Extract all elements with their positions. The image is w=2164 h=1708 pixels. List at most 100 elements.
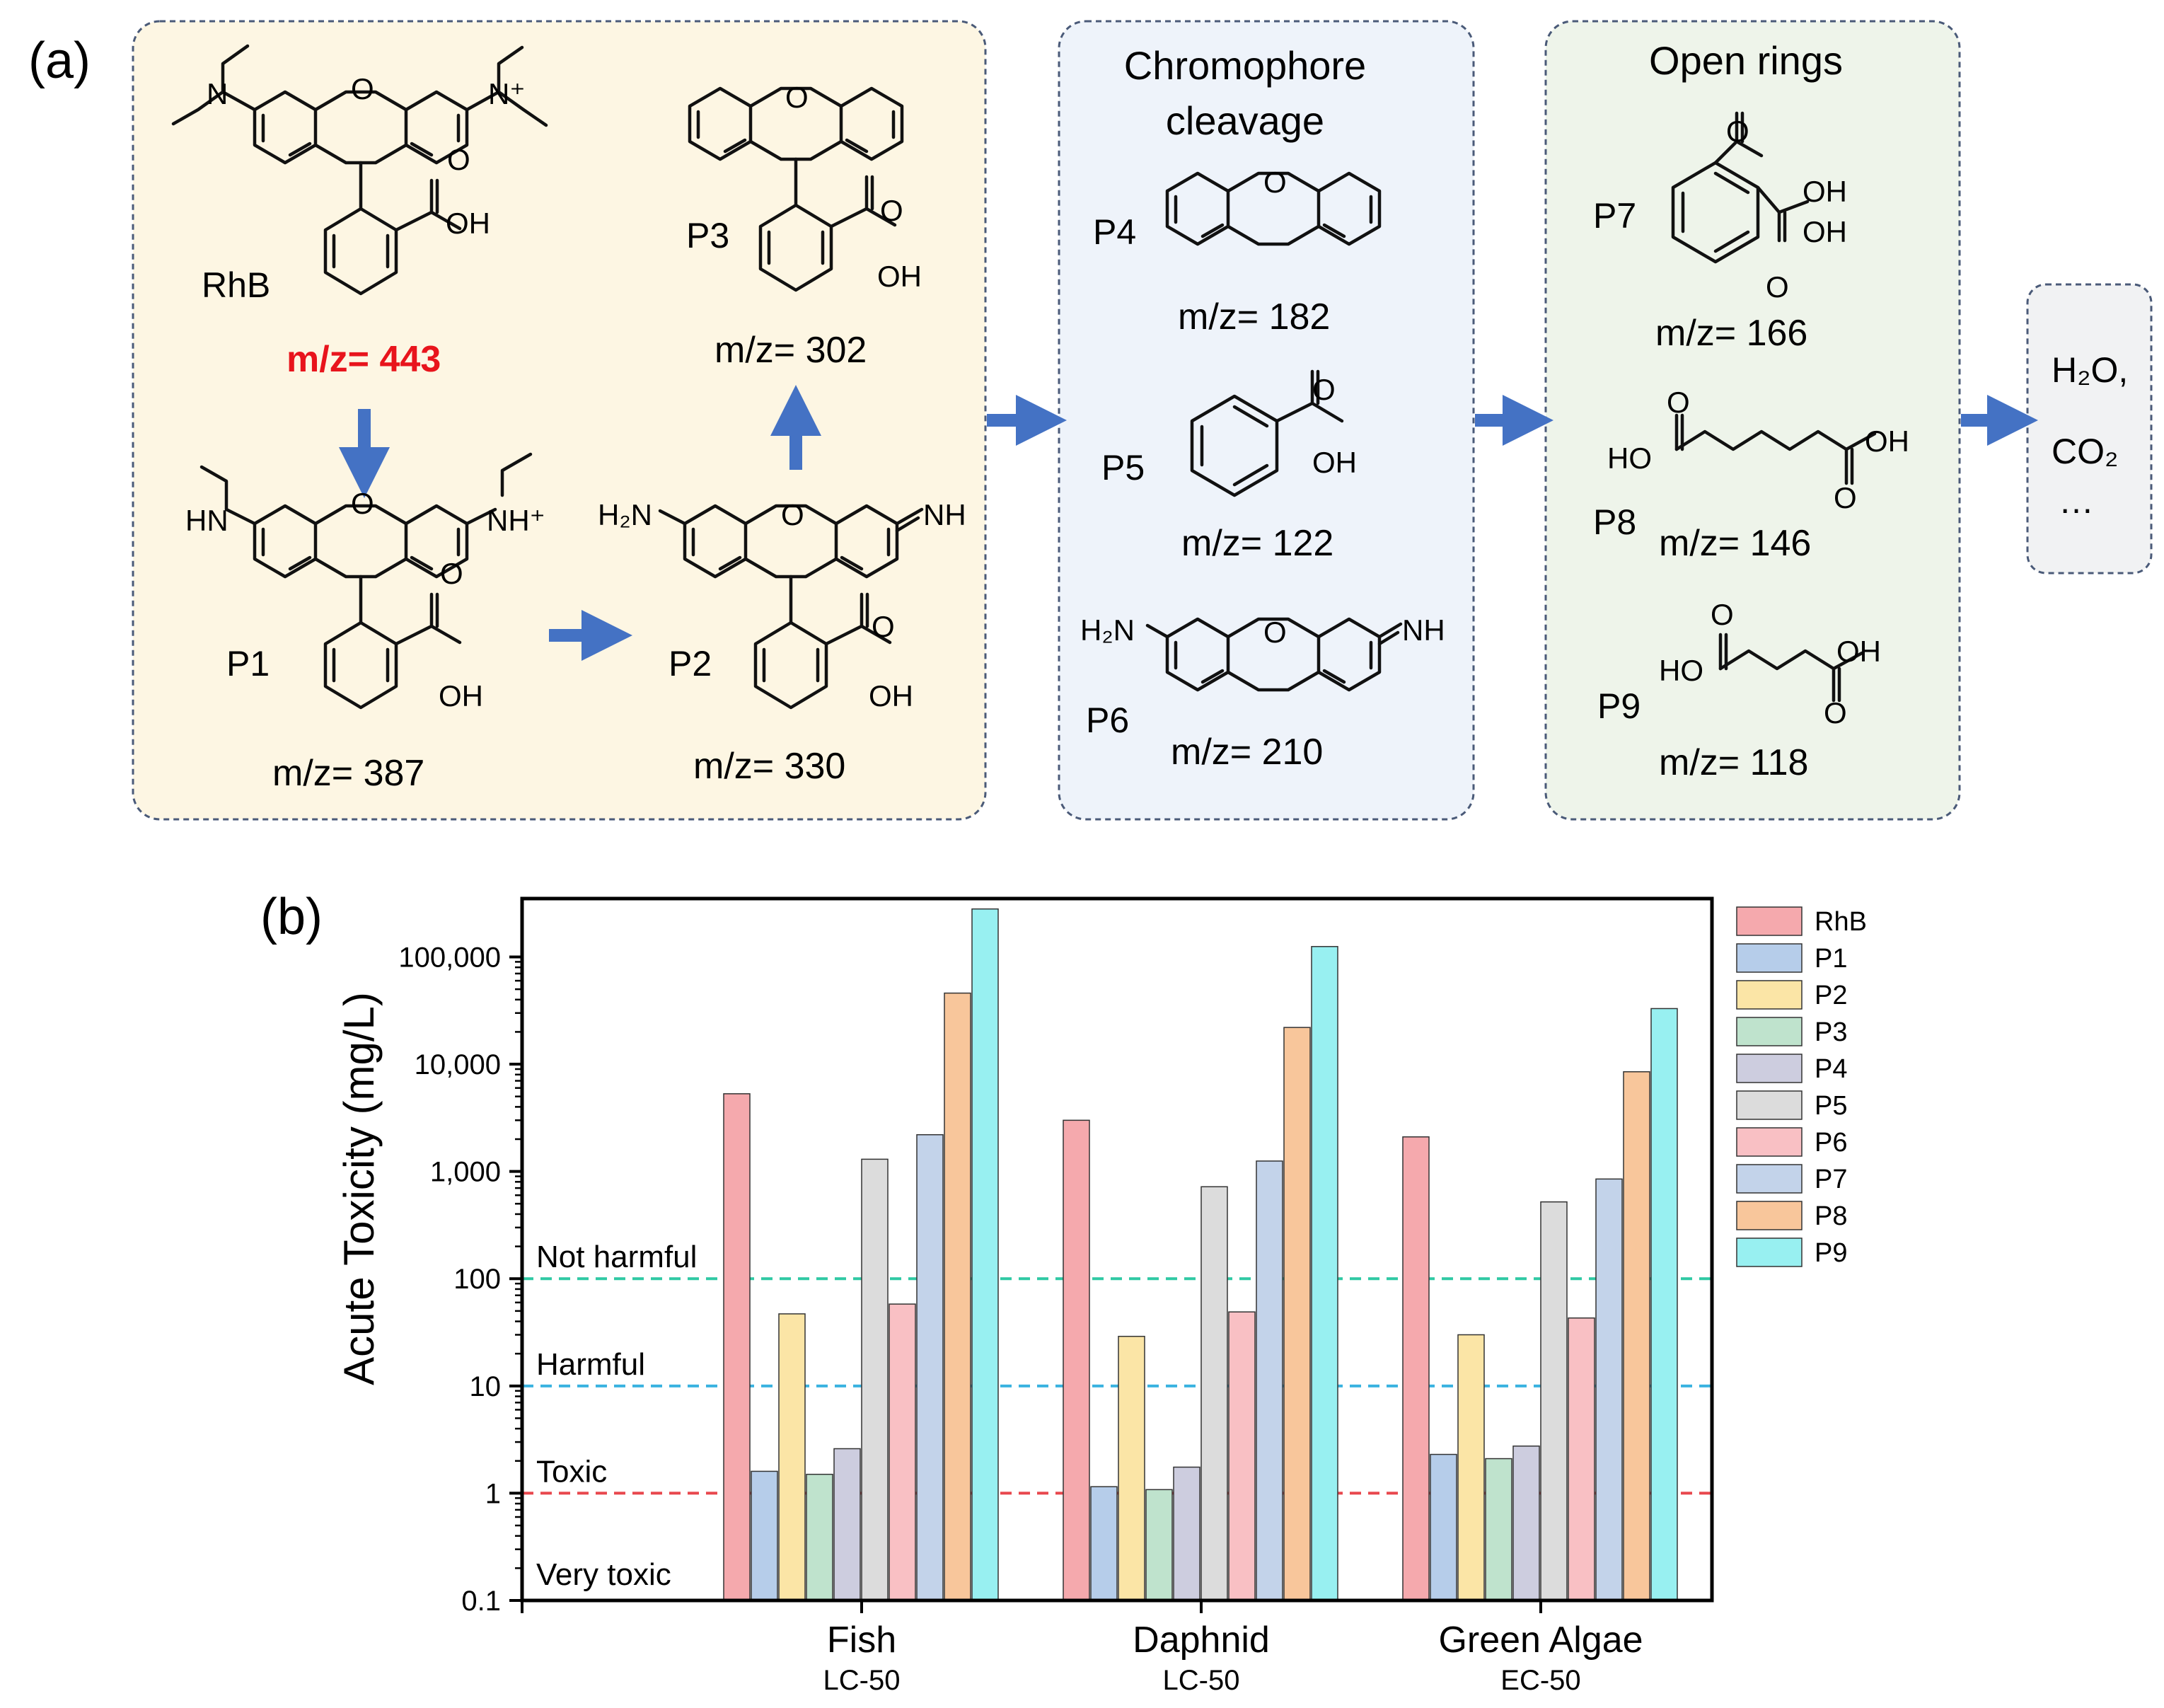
bar-green-algae-p1 <box>1430 1453 1457 1601</box>
panel-a-label: (a) <box>28 33 91 89</box>
p2-atom-o-ring: O <box>781 498 804 531</box>
p6-atom-h2n: H₂N <box>1080 613 1135 647</box>
y-axis-title: Acute Toxicity (mg/L) <box>335 992 383 1385</box>
legend-label-p5: P5 <box>1815 1091 1847 1121</box>
p6-atom-nh: NH <box>1402 613 1445 647</box>
p3-mz: m/z= 302 <box>714 330 867 371</box>
bar-green-algae-p6 <box>1568 1317 1595 1601</box>
p1-label: P1 <box>226 644 270 683</box>
bar-daphnid-p4 <box>1173 1466 1200 1601</box>
bar-daphnid-p7 <box>1256 1160 1283 1601</box>
p2-atom-oh: OH <box>869 679 913 712</box>
bar-fish-p5 <box>861 1158 889 1601</box>
threshold-label-0: Not harmful <box>536 1240 697 1274</box>
p4-structure <box>1165 171 1382 246</box>
p1-atom-o-ring: O <box>351 487 374 520</box>
p2-label: P2 <box>669 644 712 683</box>
legend-swatch-rhb <box>1736 906 1803 936</box>
p5-atom-oh: OH <box>1312 446 1357 479</box>
legend-swatch-p6 <box>1736 1127 1803 1157</box>
plot-frame <box>520 896 1714 1603</box>
legend-label-p3: P3 <box>1815 1017 1847 1047</box>
legend-swatch-p7 <box>1736 1164 1803 1194</box>
legend-label-p1: P1 <box>1815 944 1847 974</box>
legend-label-p4: P4 <box>1815 1054 1847 1084</box>
rhb-label: RhB <box>202 265 270 305</box>
region-label-0: Very toxic <box>536 1557 671 1592</box>
p4-atom-o: O <box>1263 166 1287 199</box>
bar-daphnid-p5 <box>1200 1186 1228 1601</box>
threshold-label-1: Harmful <box>536 1347 645 1382</box>
p6-structure <box>1145 617 1403 692</box>
bar-fish-p1 <box>751 1470 778 1601</box>
category-label-2: Green Algae <box>1438 1620 1643 1661</box>
rhb-atom-n-plus: N⁺ <box>488 77 526 110</box>
stage1-box <box>132 20 987 821</box>
legend-label-p8: P8 <box>1815 1201 1847 1231</box>
bar-fish-p2 <box>778 1313 806 1601</box>
y-tick-label-6: 100,000 <box>398 942 501 973</box>
bar-fish-p4 <box>833 1448 861 1601</box>
final-ellipsis: … <box>2059 481 2094 521</box>
category-label-1: Daphnid <box>1133 1620 1270 1661</box>
bar-green-algae-p2 <box>1457 1334 1485 1601</box>
bar-fish-p6 <box>889 1303 916 1601</box>
legend-label-rhb: RhB <box>1815 907 1867 937</box>
legend-swatch-p9 <box>1736 1237 1803 1267</box>
p1-atom-hn: HN <box>185 504 228 537</box>
legend-swatch-p1 <box>1736 943 1803 973</box>
bar-daphnid-p6 <box>1228 1311 1256 1601</box>
legend-label-p6: P6 <box>1815 1128 1847 1158</box>
p5-structure <box>1190 369 1344 497</box>
p7-atom-o-bottom: O <box>1766 270 1789 304</box>
p9-structure <box>1718 633 1864 703</box>
p8-atom-oh: OH <box>1865 425 1909 458</box>
p1-mz: m/z= 387 <box>272 753 424 794</box>
rhb-atom-oh: OH <box>446 207 490 240</box>
p7-atom-o-top: O <box>1726 115 1749 148</box>
y-tick-label-4: 1,000 <box>430 1157 501 1188</box>
p2-atom-nh: NH <box>923 498 966 531</box>
p3-structure <box>688 86 904 292</box>
bar-green-algae-p5 <box>1540 1201 1568 1601</box>
bar-daphnid-p2 <box>1118 1335 1145 1601</box>
stage2-title-line1: Chromophore <box>1124 43 1366 88</box>
p1-atom-nh-plus: NH⁺ <box>487 504 545 537</box>
p7-structure <box>1671 111 1810 264</box>
p4-label: P4 <box>1093 212 1136 252</box>
p8-atom-o-left: O <box>1667 386 1690 419</box>
legend-label-p7: P7 <box>1815 1165 1847 1194</box>
bar-daphnid-rhb <box>1063 1119 1090 1601</box>
bar-green-algae-p4 <box>1512 1446 1540 1601</box>
panel-b-label: (b) <box>260 889 323 945</box>
rhb-atom-o-carbonyl: O <box>447 143 470 176</box>
category-label-0: Fish <box>827 1620 896 1661</box>
legend-swatch-p2 <box>1736 980 1803 1010</box>
p8-atom-ho: HO <box>1607 442 1652 475</box>
bar-daphnid-p8 <box>1283 1027 1311 1601</box>
p2-mz: m/z= 330 <box>693 746 845 787</box>
p6-atom-o: O <box>1263 616 1287 649</box>
p2-atom-h2n: H₂N <box>598 498 652 531</box>
bar-fish-p9 <box>971 908 999 1601</box>
rhb-atom-n-left: N <box>207 77 228 110</box>
p9-atom-oh: OH <box>1836 635 1881 668</box>
final-box <box>2026 283 2153 575</box>
legend-label-p9: P9 <box>1815 1238 1847 1268</box>
threshold-label-2: Toxic <box>536 1454 607 1489</box>
p5-label: P5 <box>1101 448 1145 487</box>
legend-swatch-p5 <box>1736 1090 1803 1120</box>
rhb-atom-o-ring: O <box>351 72 374 105</box>
p8-mz: m/z= 146 <box>1659 523 1811 564</box>
bar-daphnid-p3 <box>1145 1489 1173 1601</box>
bar-fish-p3 <box>806 1473 833 1601</box>
bar-fish-rhb <box>723 1093 751 1601</box>
p7-mz: m/z= 166 <box>1655 313 1807 354</box>
y-tick-label-0: 0.1 <box>461 1586 501 1617</box>
bar-fish-p7 <box>916 1133 944 1601</box>
bar-green-algae-p8 <box>1623 1071 1650 1601</box>
final-h2o: H₂O, <box>2052 350 2128 390</box>
y-tick-label-1: 1 <box>485 1478 501 1509</box>
